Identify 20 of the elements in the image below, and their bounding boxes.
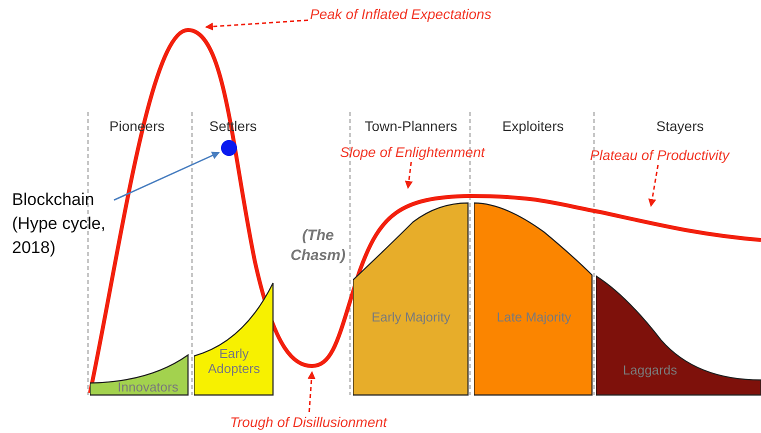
- leader-arrow: [404, 162, 413, 189]
- phase-label: Town-Planners: [364, 118, 458, 134]
- segment-label: Late Majority: [496, 310, 572, 326]
- leader-arrow: [308, 371, 316, 412]
- leader-arrow: [648, 164, 659, 207]
- leader-arrow: [205, 19, 308, 31]
- annotation-text: Peak of Inflated Expectations: [310, 6, 492, 22]
- annotation-text: Blockchain (Hype cycle, 2018): [12, 188, 112, 260]
- segment-label: Early Adopters: [206, 347, 262, 377]
- phase-label: Stayers: [656, 118, 704, 134]
- segment-label: Early Majority: [371, 310, 451, 326]
- annotation-text: Slope of Enlightenment: [340, 144, 485, 160]
- arrow: [114, 152, 220, 201]
- phase-label: Exploiters: [502, 118, 564, 134]
- segment-label: Innovators: [116, 380, 180, 396]
- segment-label: Laggards: [622, 364, 678, 378]
- annotation-text: Plateau of Productivity: [590, 147, 730, 163]
- annotation-text: Trough of Disillusionment: [230, 414, 387, 430]
- marker-dot: [221, 140, 237, 156]
- chasm-label: (The Chasm): [289, 226, 346, 265]
